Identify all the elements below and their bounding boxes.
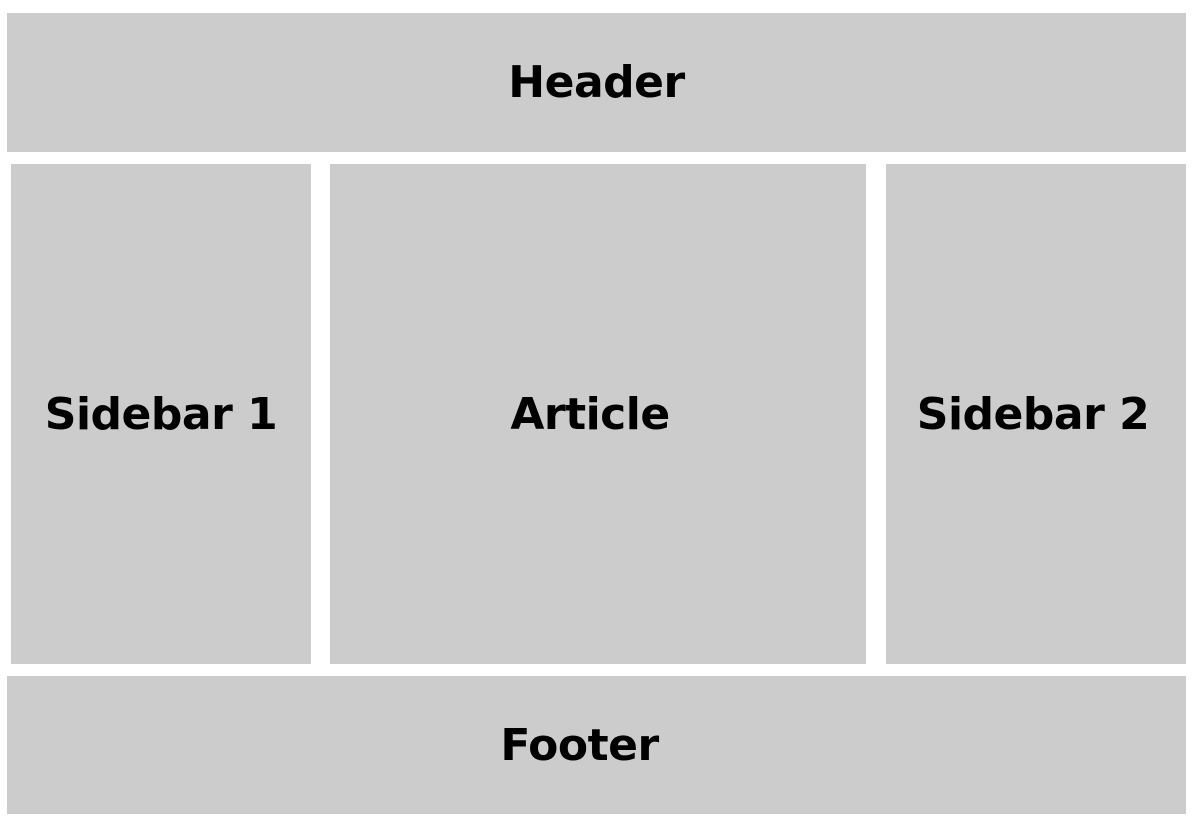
header-region: Header [7, 13, 1186, 152]
sidebar-2-label: Sidebar 2 [916, 388, 1150, 440]
header-label: Header [508, 57, 685, 108]
footer-region: Footer [7, 676, 1186, 814]
sidebar-1-region: Sidebar 1 [11, 164, 311, 664]
sidebar-2-region: Sidebar 2 [886, 164, 1186, 664]
article-region: Article [330, 164, 866, 664]
sidebar-1-label: Sidebar 1 [44, 388, 278, 440]
article-label: Article [510, 388, 670, 440]
footer-label: Footer [500, 719, 659, 771]
